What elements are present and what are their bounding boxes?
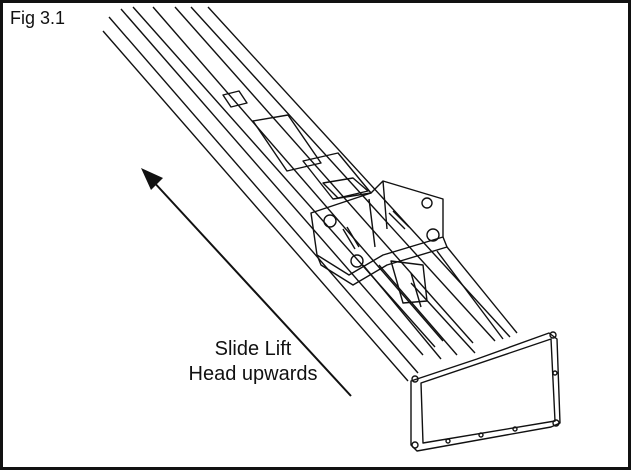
- lower-rail-4: [437, 251, 503, 339]
- lift-assembly-drawing: [3, 3, 628, 467]
- carriage-divider-2: [383, 181, 387, 229]
- screw-hole-5: [446, 439, 450, 443]
- caption-line-1: Slide Lift: [178, 337, 328, 362]
- lower-rail-5: [447, 247, 517, 333]
- bolt-hole-3: [427, 229, 439, 241]
- threaded-rod-2: [389, 211, 409, 229]
- bolt-hole-2: [351, 255, 363, 267]
- screw-hole-8: [553, 371, 557, 375]
- rail-channel-3: [191, 7, 495, 341]
- bracket: [391, 261, 427, 303]
- screw-hole-7: [513, 427, 517, 431]
- rail-front-edge: [109, 17, 418, 373]
- bolt-hole-4: [422, 198, 432, 208]
- figure-caption: Slide Lift Head upwards: [178, 337, 328, 387]
- lower-rail-3: [411, 283, 475, 353]
- rail-outer-edge: [103, 31, 408, 381]
- screw-hole-2: [412, 442, 418, 448]
- slide-block: [253, 115, 321, 171]
- caption-line-2: Head upwards: [178, 362, 328, 387]
- slot-window: [223, 91, 247, 107]
- rail-channel-2: [175, 7, 473, 343]
- bolt-hole: [324, 215, 336, 227]
- figure-label: Fig 3.1: [8, 8, 69, 30]
- rail-rib: [121, 9, 423, 355]
- screw-hole-6: [479, 433, 483, 437]
- lower-rail: [363, 265, 441, 359]
- carriage-plate-edge: [317, 237, 447, 285]
- rail-rib-2: [133, 7, 435, 347]
